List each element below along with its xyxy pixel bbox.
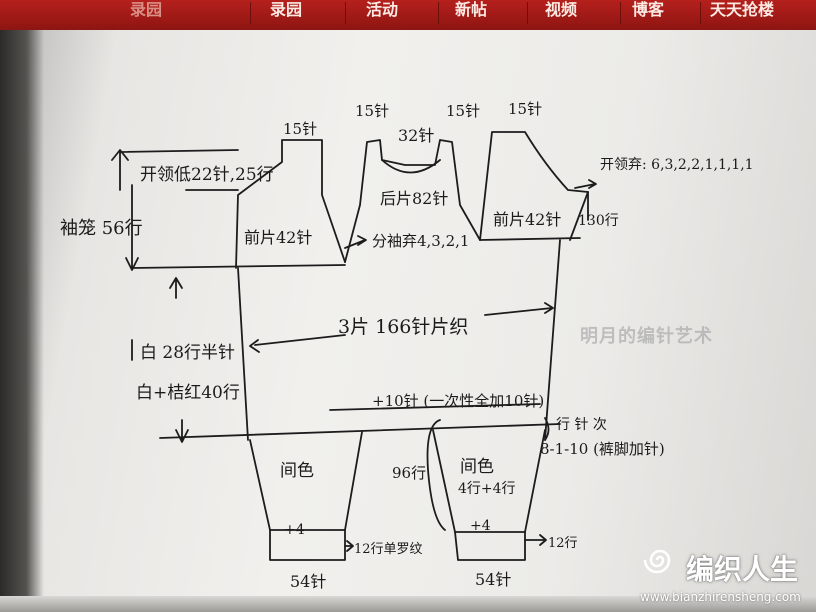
annotation-bottom-left: 54针 bbox=[290, 572, 327, 591]
nav-item-activities[interactable]: 活动 bbox=[366, 0, 399, 19]
watermark-text: 明月的编针艺术 bbox=[580, 326, 713, 347]
annotation-bottom-right: 54针 bbox=[475, 570, 512, 589]
nav-item-partial-2[interactable]: 录园 bbox=[270, 0, 303, 19]
increase-line bbox=[329, 403, 541, 411]
left-shadow bbox=[0, 0, 44, 612]
annotation-right-rows: 130行 bbox=[578, 213, 619, 229]
right-front-outline bbox=[479, 131, 589, 241]
bottom-strip bbox=[0, 596, 816, 612]
annotation-cuff-right: 12行 bbox=[548, 536, 578, 551]
sleeve-dim-arrow bbox=[125, 184, 139, 271]
annotation-shoulder-1: 15针 bbox=[283, 120, 318, 138]
right-cuff bbox=[454, 531, 526, 561]
annotation-neck-top: 32针 bbox=[398, 126, 435, 145]
small-arrow-up bbox=[169, 277, 183, 299]
nav-separator bbox=[527, 2, 528, 24]
annotation-front-right: 前片42针 bbox=[493, 210, 562, 229]
annotation-sleeve-decrease: 分袖弃4,3,2,1 bbox=[372, 232, 470, 250]
left-front-outline bbox=[235, 139, 346, 269]
annotation-increase: +10针 (一次性全加10针) bbox=[372, 392, 545, 410]
annotation-cuff-left: 12行单罗纹 bbox=[354, 542, 423, 557]
annotation-right-leg-color: 间色 bbox=[460, 457, 494, 477]
annotation-body-total: 3片 166针片织 bbox=[338, 316, 469, 338]
spiral-logo-icon bbox=[643, 549, 671, 574]
top-guide bbox=[119, 149, 239, 153]
annotation-rows-note: 行 针 次 bbox=[556, 417, 607, 433]
leg-brace-left bbox=[426, 419, 446, 531]
nav-separator bbox=[438, 2, 439, 24]
annotation-front-left: 前片42针 bbox=[244, 228, 313, 247]
nav-item-new-posts[interactable]: 新帖 bbox=[455, 0, 488, 19]
annotation-decrease-note: 8-1-10 (裤脚加针) bbox=[540, 440, 665, 458]
left-cuff bbox=[269, 529, 346, 561]
neck-arrow-right bbox=[574, 179, 597, 189]
annotation-shoulder-2: 15针 bbox=[355, 102, 390, 120]
site-nav-bar: 录园 录园 活动 新帖 视频 博客 天天抢楼 bbox=[0, 0, 816, 30]
body-left-side bbox=[237, 267, 249, 441]
annotation-shoulder-3: 15针 bbox=[446, 102, 481, 120]
site-logo-name: 编织人生 bbox=[686, 553, 799, 586]
white-down-arrow bbox=[175, 419, 189, 443]
annotation-white-orange: 白+桔红40行 bbox=[136, 383, 240, 403]
back-outline bbox=[344, 139, 481, 263]
annotation-sleeve-height: 袖笼 56行 bbox=[60, 218, 143, 239]
left-cuff-arrow bbox=[344, 540, 354, 552]
annotation-neck-left: 开领低22针,25行 bbox=[140, 165, 274, 185]
width-arrow-left bbox=[249, 334, 346, 353]
annotation-neck-decrease: 开领弃: 6,3,2,2,1,1,1,1 bbox=[600, 157, 754, 173]
annotation-rib-right: +4 bbox=[470, 518, 491, 534]
right-brace bbox=[544, 417, 550, 441]
site-logo-url: www.bianzhirensheng.com bbox=[640, 590, 801, 604]
neck-dim-arrow bbox=[111, 149, 129, 191]
annotation-white-rows: 白 28行半针 bbox=[140, 343, 236, 363]
width-arrow-right bbox=[484, 302, 554, 316]
annotation-leg-96: 96行 bbox=[392, 464, 427, 482]
nav-item-daily-floor[interactable]: 天天抢楼 bbox=[710, 0, 775, 19]
waist-line bbox=[159, 423, 561, 439]
sleeve-dec-arrow bbox=[344, 235, 367, 249]
annotation-rib-left: +4 bbox=[284, 522, 305, 538]
body-right-side bbox=[544, 239, 561, 441]
annotation-left-leg-color: 间色 bbox=[280, 461, 314, 481]
annotation-back: 后片82针 bbox=[380, 189, 449, 208]
armhole-line-right bbox=[479, 237, 581, 241]
nav-separator bbox=[250, 2, 251, 24]
nav-item-partial-1[interactable]: 录园 bbox=[130, 0, 163, 19]
back-neck-curve bbox=[381, 159, 441, 174]
nav-separator bbox=[620, 2, 621, 24]
armhole-line bbox=[131, 264, 346, 269]
nav-separator bbox=[345, 2, 346, 24]
annotation-shoulder-4: 15针 bbox=[508, 100, 543, 118]
right-leg-outline bbox=[432, 429, 546, 533]
nav-separator bbox=[700, 2, 701, 24]
right-cuff-arrow bbox=[524, 534, 547, 546]
left-leg-outline bbox=[249, 431, 363, 531]
paper-background bbox=[10, 26, 816, 612]
annotation-right-leg-rows: 4行+4行 bbox=[458, 481, 516, 497]
nav-item-blog[interactable]: 博客 bbox=[632, 0, 665, 19]
nav-item-video[interactable]: 视频 bbox=[545, 0, 578, 19]
